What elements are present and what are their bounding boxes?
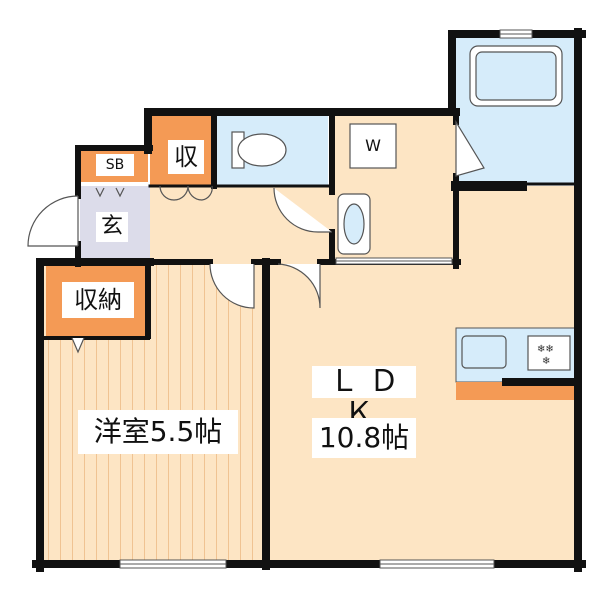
shoe-box-label: SB: [96, 154, 134, 176]
ldk-size-label: 10.8帖: [312, 418, 416, 458]
toilet-bowl: [237, 133, 287, 167]
stove-burner-icon: ❄❄: [537, 344, 554, 355]
doors: [27, 119, 485, 354]
fixtures: ❄❄ ❄: [231, 45, 571, 371]
entrance-label: 玄: [96, 212, 128, 242]
stove: [527, 335, 571, 371]
kitchen-sink: [461, 335, 507, 369]
washer-label: W: [356, 131, 390, 161]
kitchen-backsplash: [456, 382, 578, 400]
windows: [119, 29, 533, 569]
closet-large-label: 収納: [62, 282, 134, 318]
closet-small-label: 収: [168, 140, 204, 174]
ldk-label: ＬＤＫ: [312, 366, 416, 430]
western-room-label: 洋室5.5帖: [78, 410, 238, 454]
stove-burner-icon-2: ❄: [542, 356, 550, 367]
